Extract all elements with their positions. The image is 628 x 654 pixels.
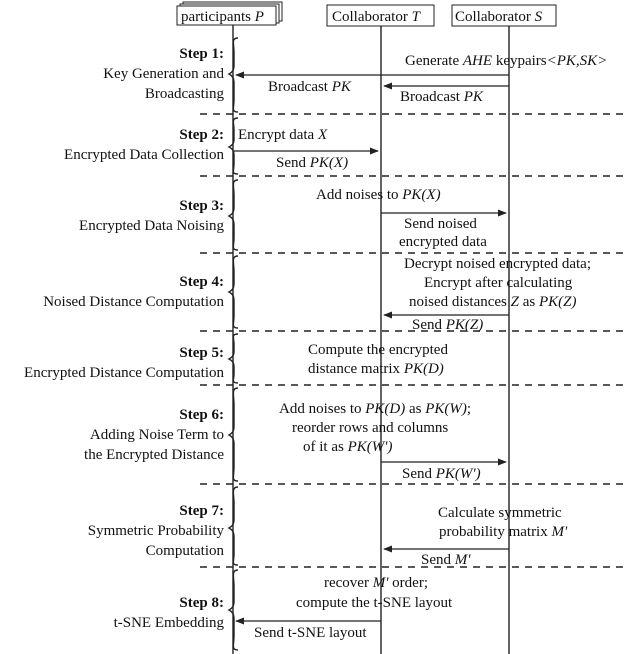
step2-encrypt-text: Encrypt data X	[238, 127, 328, 143]
step4-line2: Encrypt after calculating	[424, 275, 573, 291]
svg-text:participants P: participants P	[181, 9, 264, 25]
step5-line2: distance matrix PK(D)	[308, 361, 444, 377]
step-7-desc-line1: Symmetric Probability	[88, 523, 225, 539]
step7-send-text: Send M'	[421, 552, 471, 568]
header-s-label: Collaborator	[455, 9, 531, 25]
brace-step-1	[227, 37, 239, 113]
step3-add-noise-text: Add noises to PK(X)	[316, 187, 441, 203]
step-2-number: Step 2:	[179, 127, 224, 143]
step-7-number: Step 7:	[179, 503, 224, 519]
brace-step-3	[227, 179, 239, 251]
brace-step-8	[227, 569, 239, 651]
step-1-desc-line1: Key Generation and	[103, 66, 224, 82]
step6-line2: reorder rows and columns	[292, 420, 448, 436]
step-3-desc-line1: Encrypted Data Noising	[79, 218, 224, 234]
step8-send-text: Send t-SNE layout	[254, 625, 367, 641]
step1-broadcast-right-text: Broadcast PK	[400, 89, 484, 105]
brace-step-4	[227, 255, 239, 329]
step-2-desc-line1: Encrypted Data Collection	[64, 147, 224, 163]
header-t-label: Collaborator	[332, 9, 408, 25]
step-1-desc-line2: Broadcasting	[145, 86, 225, 102]
step1-generate-text: Generate AHE keypairs<PK,SK>	[405, 53, 607, 69]
step-8-label: Step 8: t-SNE Embedding	[114, 595, 225, 631]
header-s-var: S	[535, 9, 543, 25]
step-5-label: Step 5: Encrypted Distance Computation	[24, 345, 224, 381]
brace-step-7	[227, 486, 239, 566]
step8-line1: recover M' order;	[324, 575, 428, 591]
step4-send-text: Send PK(Z)	[412, 317, 483, 333]
step-6-desc-line2: the Encrypted Distance	[84, 447, 224, 463]
step-7-desc-line2: Computation	[146, 543, 225, 559]
step-7-label: Step 7: Symmetric Probability Computatio…	[88, 503, 225, 559]
step-6-label: Step 6: Adding Noise Term to the Encrypt…	[84, 407, 224, 463]
step3-send-line1: Send noised	[404, 216, 477, 232]
brace-step-6	[227, 387, 239, 482]
svg-text:Collaborator S: Collaborator S	[455, 9, 543, 25]
step-5-number: Step 5:	[179, 345, 224, 361]
step7-line1: Calculate symmetric	[438, 505, 562, 521]
step-4-label: Step 4: Noised Distance Computation	[43, 274, 224, 310]
header-t-var: T	[412, 9, 422, 25]
step4-line1: Decrypt noised encrypted data;	[404, 256, 591, 272]
step-5-desc-line1: Encrypted Distance Computation	[24, 365, 224, 381]
header-p-label: participants	[181, 9, 251, 25]
step-8-number: Step 8:	[179, 595, 224, 611]
step1-broadcast-left-text: Broadcast PK	[268, 79, 352, 95]
step-6-number: Step 6:	[179, 407, 224, 423]
step7-line2: probability matrix M'	[439, 524, 568, 540]
brace-step-2	[227, 117, 239, 175]
step-4-desc-line1: Noised Distance Computation	[43, 294, 224, 310]
header-collaborator-t: Collaborator T	[326, 4, 435, 27]
step6-send-text: Send PK(W')	[402, 466, 481, 482]
step6-line1: Add noises to PK(D) as PK(W);	[279, 401, 471, 417]
step-1-label: Step 1: Key Generation and Broadcasting	[103, 46, 224, 102]
step-4-number: Step 4:	[179, 274, 224, 290]
step3-send-line2: encrypted data	[399, 234, 487, 250]
brace-step-5	[227, 333, 239, 384]
step6-line3: of it as PK(W')	[303, 439, 392, 455]
step8-line2: compute the t-SNE layout	[296, 595, 453, 611]
header-p-var: P	[254, 9, 264, 25]
header-collaborator-s: Collaborator S	[451, 4, 557, 27]
step-8-desc-line1: t-SNE Embedding	[114, 615, 225, 631]
step-6-desc-line1: Adding Noise Term to	[90, 427, 224, 443]
step-3-number: Step 3:	[179, 198, 224, 214]
step-1-number: Step 1:	[179, 46, 224, 62]
step5-line1: Compute the encrypted	[308, 342, 448, 358]
step2-send-text: Send PK(X)	[276, 155, 348, 171]
step4-line3: noised distances Z as PK(Z)	[409, 294, 577, 310]
header-participants-p: participants P	[176, 1, 283, 26]
step-2-label: Step 2: Encrypted Data Collection	[64, 127, 224, 163]
svg-text:Collaborator T: Collaborator T	[332, 9, 422, 25]
step-3-label: Step 3: Encrypted Data Noising	[79, 198, 224, 234]
